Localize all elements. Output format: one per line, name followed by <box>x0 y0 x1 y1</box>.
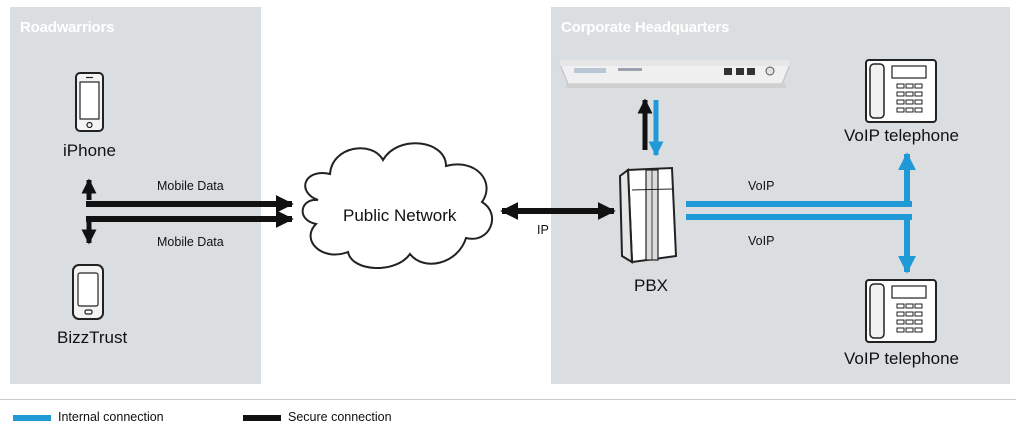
mobile-data-top-label: Mobile Data <box>157 179 224 193</box>
pbx-label: PBX <box>634 276 669 295</box>
public-network-label: Public Network <box>343 206 457 225</box>
rack-server-appliance-icon <box>559 60 791 88</box>
roadwarriors-title: Roadwarriors <box>20 19 115 36</box>
voip-telephone-top-icon <box>865 59 937 123</box>
public-network-cloud-icon <box>301 142 494 269</box>
mobile-data-bottom-label: Mobile Data <box>157 235 224 249</box>
appliance-pbx-lines <box>637 98 664 157</box>
iphone-icon <box>75 72 104 132</box>
internal-connection-legend-label: Internal connection <box>58 410 164 424</box>
voip-telephone-top-label: VoIP telephone <box>844 126 960 145</box>
bizztrust-label: BizzTrust <box>57 328 128 347</box>
voip-top-label: VoIP <box>748 179 775 193</box>
roadwarriors-panel: Roadwarriors <box>10 7 261 384</box>
voip-telephone-bottom-label: VoIP telephone <box>844 349 960 368</box>
pbx-tower-icon <box>618 166 678 264</box>
secure-connection-swatch <box>243 415 281 421</box>
legend-divider <box>0 399 1016 400</box>
ip-label: IP <box>537 223 549 237</box>
bizztrust-phone-icon <box>72 264 104 320</box>
voip-internal-lines <box>686 152 916 274</box>
corporate-headquarters-title: Corporate Headquarters <box>561 19 730 36</box>
internal-connection-swatch <box>13 415 51 421</box>
network-diagram <box>72 59 937 343</box>
voip-telephone-bottom-icon <box>865 279 937 343</box>
iphone-label: iPhone <box>63 141 116 160</box>
mobile-data-secure-lines <box>81 178 294 245</box>
voip-bottom-label: VoIP <box>748 234 775 248</box>
secure-connection-legend-label: Secure connection <box>288 410 392 424</box>
